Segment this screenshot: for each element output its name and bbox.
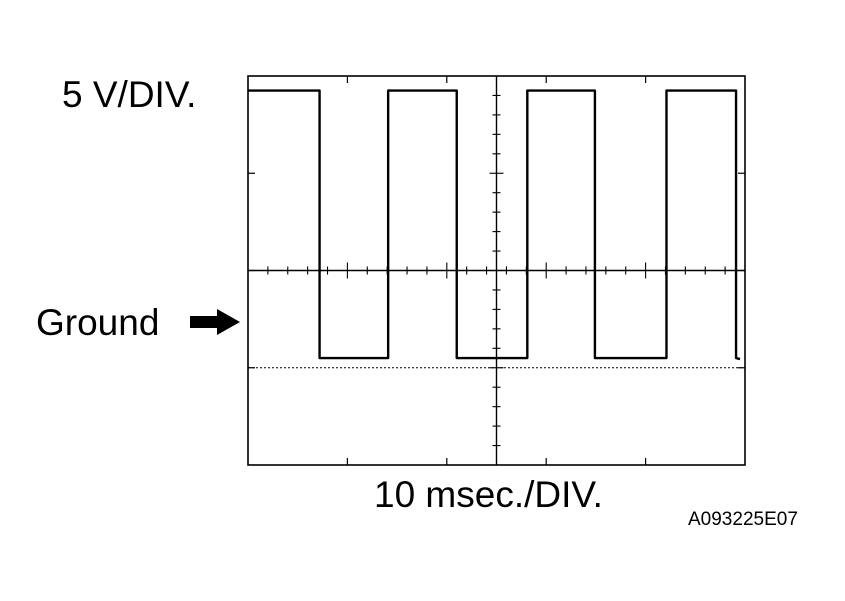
waveform-trace [248, 89, 741, 361]
waveform [248, 89, 741, 361]
ground-label: Ground [36, 302, 160, 343]
horizontal-scale-label: 10 msec./DIV. [374, 474, 603, 515]
graticule [247, 75, 746, 466]
vertical-scale-label: 5 V/DIV. [62, 74, 197, 115]
ground-arrow-icon [190, 309, 240, 335]
figure-code: A093225E07 [688, 509, 798, 530]
